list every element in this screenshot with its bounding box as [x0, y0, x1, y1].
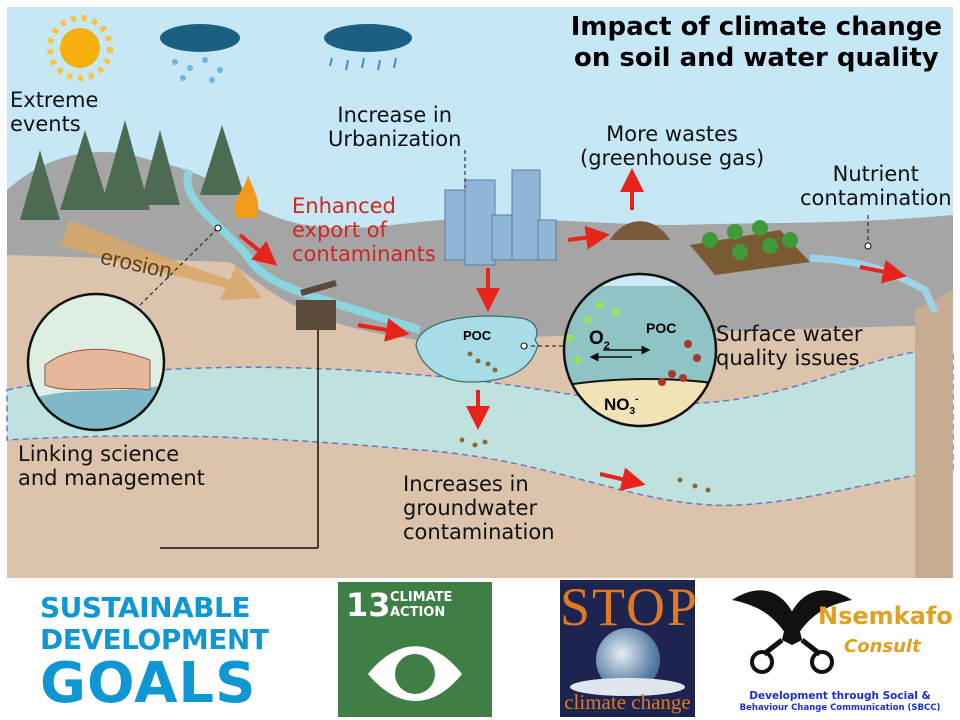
- river: [183, 168, 422, 334]
- crop-field-icon: [690, 220, 810, 275]
- fire-icon: [234, 175, 259, 218]
- erosion-arrow: [60, 220, 262, 300]
- inset-no3-label: NO3-: [604, 394, 638, 417]
- flow-arrows: [238, 168, 907, 491]
- rain-cloud-icon: [324, 24, 412, 71]
- inset-o2-label: O2: [589, 328, 610, 352]
- wastes-label: More wastes(greenhouse gas): [580, 122, 765, 170]
- crossed-blades-icon: [732, 590, 852, 674]
- nsemkafo-consult-logo: Nsemkafo Consult Development through Soc…: [722, 580, 958, 718]
- snow-cloud-icon: [160, 24, 240, 83]
- climate-diagram: erosion POC: [6, 7, 954, 578]
- oil-pump-icon: [296, 280, 337, 330]
- particles: [459, 351, 711, 493]
- poc-pond-label: POC: [463, 328, 492, 343]
- handshake-inset: [28, 294, 164, 430]
- leader-line: [139, 227, 219, 306]
- handshake-circle: [26, 292, 166, 432]
- city-icon: [444, 169, 557, 266]
- forest-icon: [20, 120, 244, 220]
- stop-climate-change-logo: STOP climate change: [560, 580, 695, 717]
- stream: [809, 254, 939, 314]
- sun-icon: [47, 15, 113, 81]
- waste-pile-icon: [610, 221, 670, 240]
- box-side: [915, 290, 953, 578]
- inset-poc-label: POC: [646, 320, 676, 336]
- poc-pond: [415, 315, 539, 383]
- eye-globe-icon: [368, 646, 462, 701]
